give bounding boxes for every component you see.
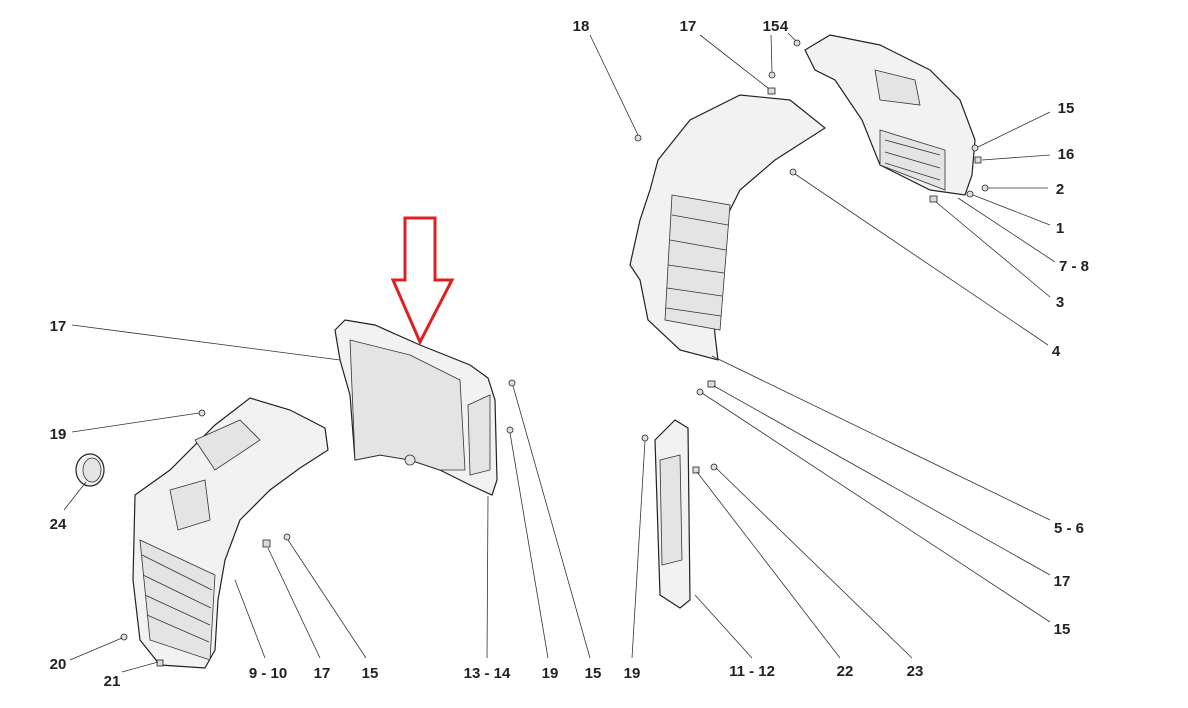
callout-24: 24 [50, 516, 67, 533]
callout-17: 17 [50, 318, 67, 335]
fasteners [120, 39, 989, 667]
callout-2: 2 [1056, 181, 1064, 198]
callout-17: 17 [1054, 573, 1071, 590]
callout-15: 15 [585, 665, 602, 682]
callout-19: 19 [50, 426, 67, 443]
callout-21: 21 [104, 673, 121, 690]
callout-3: 3 [1056, 294, 1064, 311]
callout-15: 15 [1058, 100, 1075, 117]
part-shield-13-14 [334, 319, 498, 496]
callout-18: 18 [573, 18, 590, 35]
part-rear-liner-top-right [804, 34, 976, 196]
leader-lines [63, 32, 1056, 673]
callout-13-14: 13 - 14 [464, 665, 511, 682]
callout-labels: 18 17 15 4 15 16 2 1 7 - 8 3 4 5 - 6 17 … [50, 18, 1089, 690]
callout-17: 17 [314, 665, 331, 682]
callout-15: 15 [1054, 621, 1071, 638]
part-front-liner-9-10 [132, 397, 329, 669]
callout-4: 4 [1052, 343, 1061, 360]
callout-16: 16 [1058, 146, 1075, 163]
callout-7-8: 7 - 8 [1059, 258, 1089, 275]
callout-20: 20 [50, 656, 67, 673]
callout-22: 22 [837, 663, 854, 680]
part-grommet-24 [75, 453, 105, 487]
callout-15: 15 [362, 665, 379, 682]
part-rear-liner-center-right [629, 94, 827, 361]
part-insert-11-12 [654, 419, 691, 609]
callout-4: 4 [780, 18, 789, 35]
callout-11-12: 11 - 12 [729, 663, 775, 680]
callout-19: 19 [624, 665, 641, 682]
callout-9-10: 9 - 10 [249, 665, 287, 682]
highlight-arrow [390, 216, 455, 346]
callout-23: 23 [907, 663, 924, 680]
callout-5-6: 5 - 6 [1054, 520, 1084, 537]
callout-17: 17 [680, 18, 697, 35]
callout-19: 19 [542, 665, 559, 682]
callout-1: 1 [1056, 220, 1064, 237]
callout-15: 15 [763, 18, 780, 35]
